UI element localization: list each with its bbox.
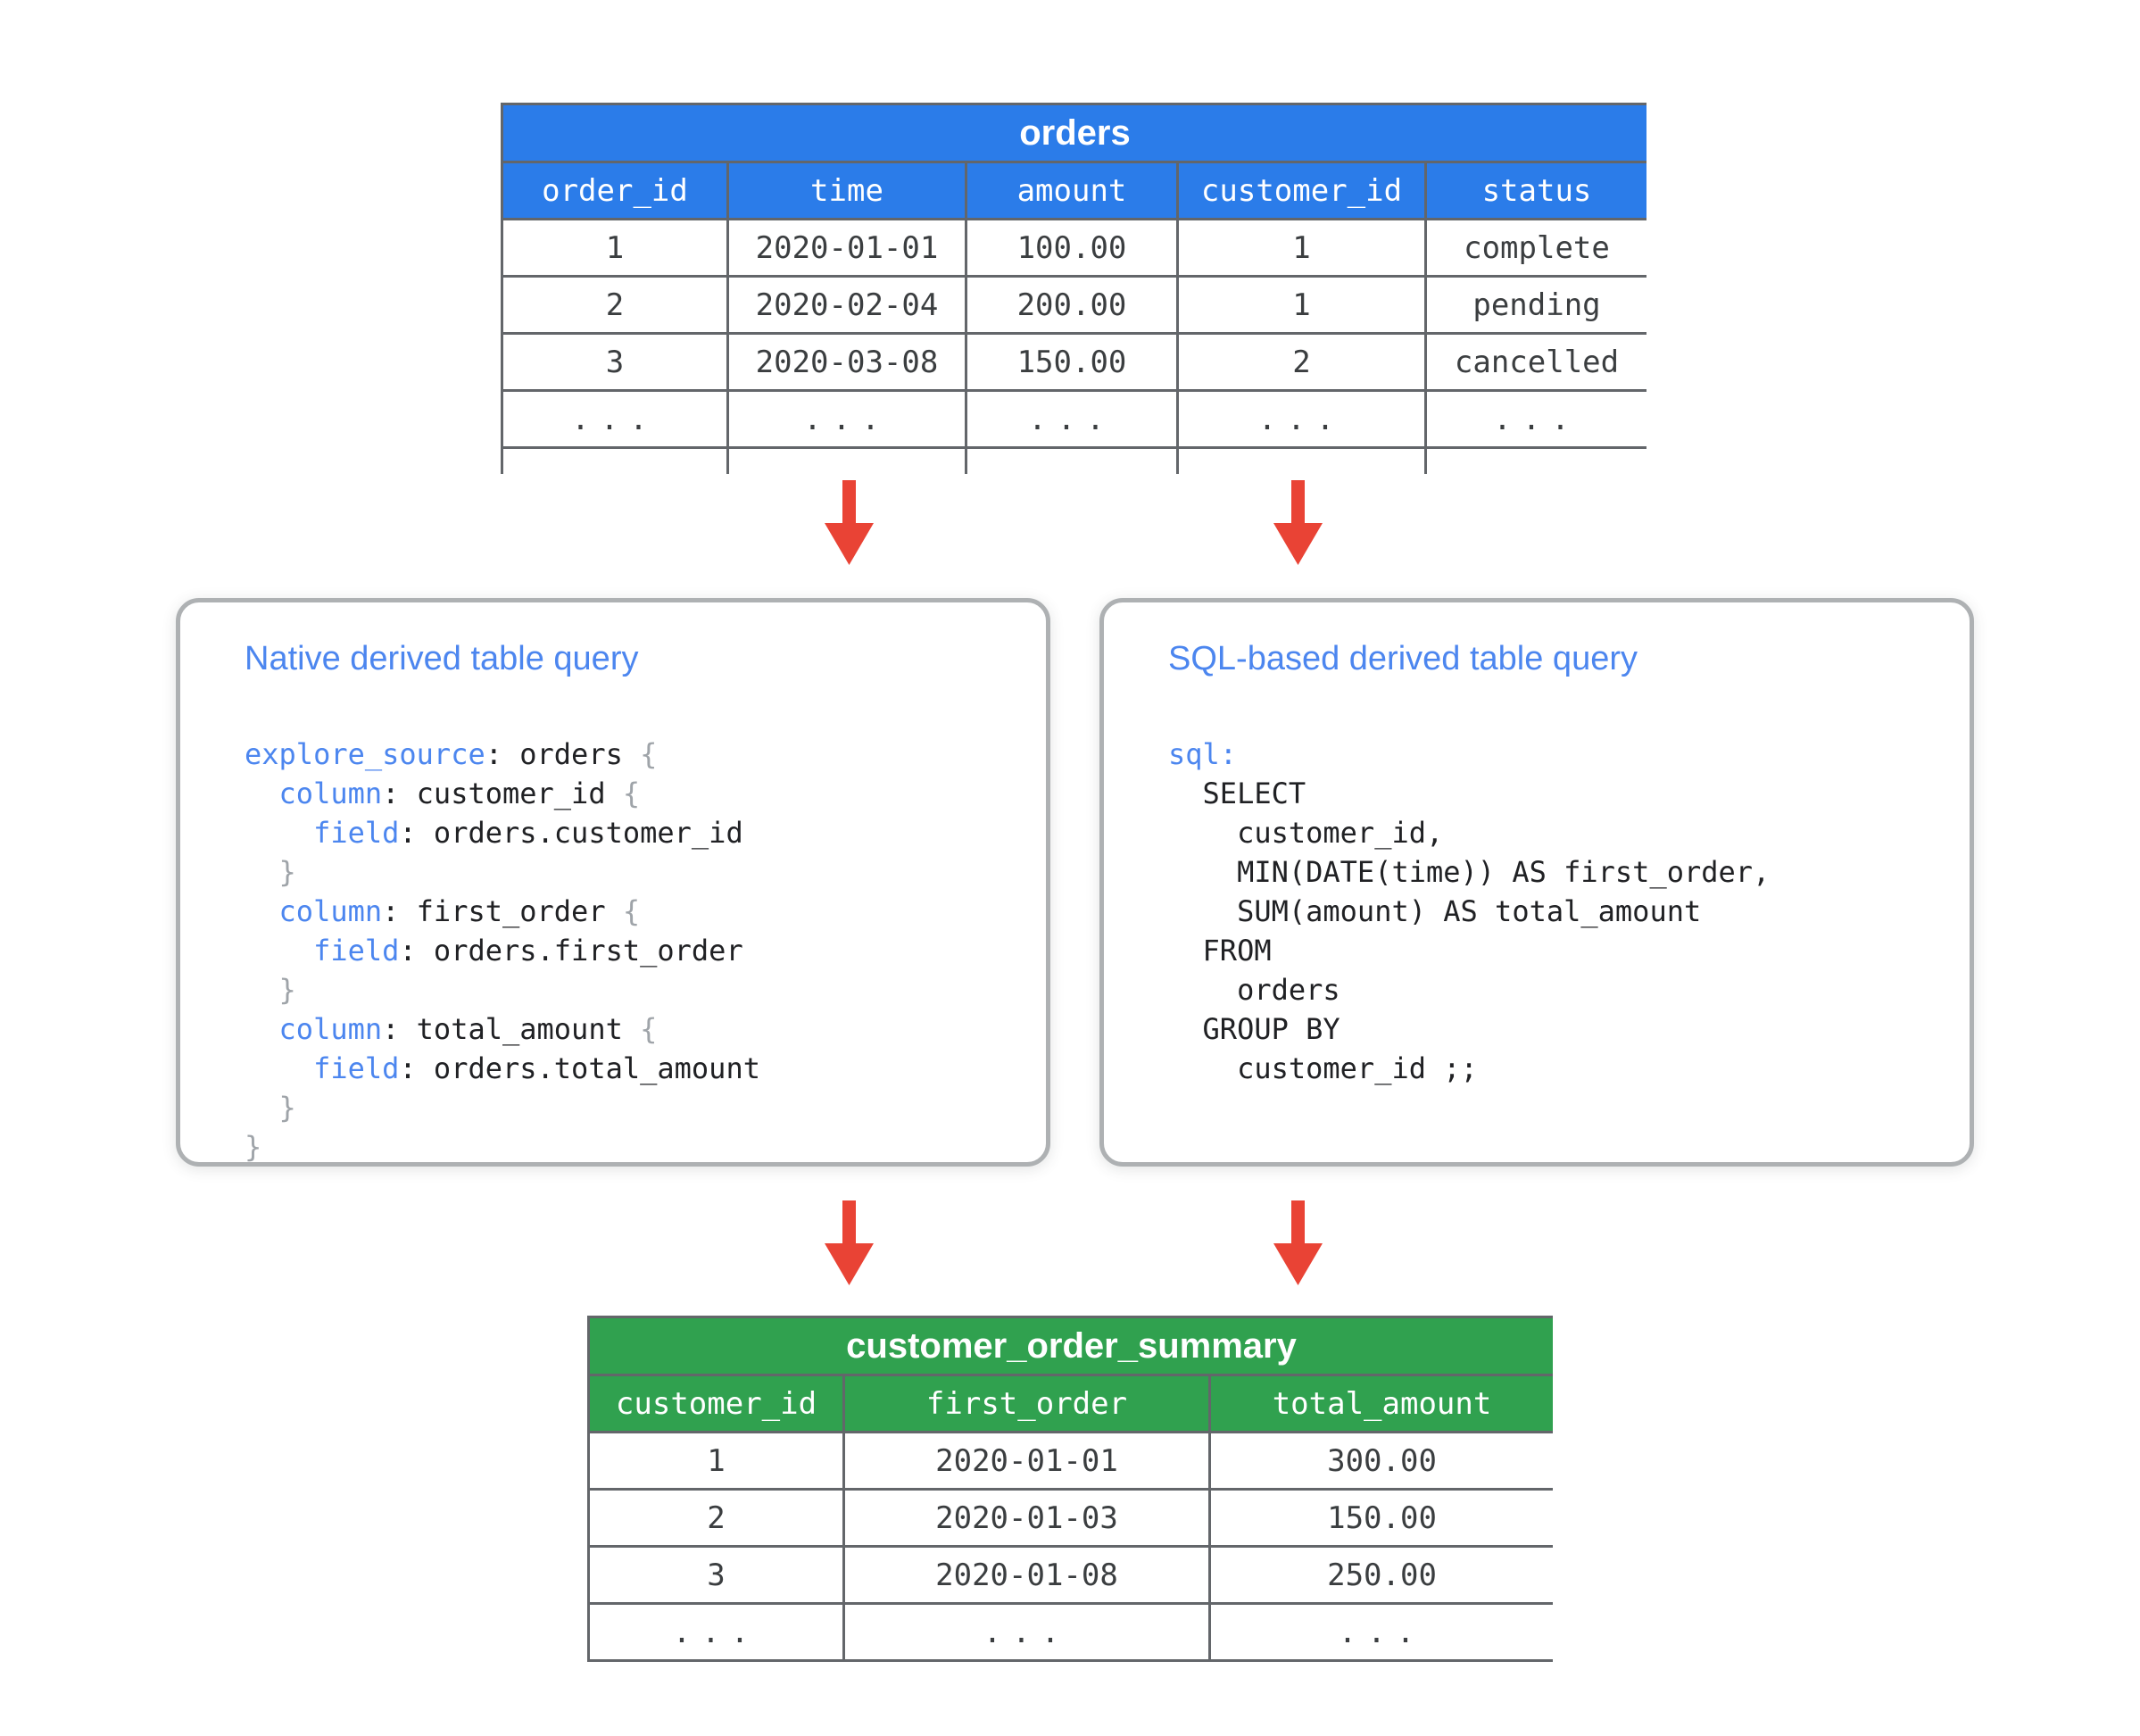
table-cell: 2020-01-03 — [842, 1488, 1211, 1548]
native-box-title: Native derived table query — [245, 640, 639, 677]
table-cell — [501, 446, 729, 474]
table-cell: 2020-02-04 — [726, 275, 967, 335]
table-cell: ... — [965, 389, 1179, 449]
column-header: order_id — [501, 161, 729, 220]
table-cell — [965, 446, 1179, 474]
table-row: ......... — [587, 1602, 1553, 1662]
code-line: } — [245, 1130, 262, 1164]
table-cell: ... — [1207, 1602, 1553, 1662]
table-cell: 2 — [1176, 332, 1427, 392]
table-cell: ... — [1176, 389, 1427, 449]
code-line: } — [278, 973, 296, 1007]
truncated-row — [501, 446, 1646, 474]
table-cell — [726, 446, 967, 474]
table-title: orders — [501, 103, 1646, 163]
table-cell: 100.00 — [965, 218, 1179, 278]
table-cell: 250.00 — [1207, 1545, 1553, 1605]
table-row: ............... — [501, 389, 1646, 449]
code-line: SUM(amount) AS total_amount — [1168, 894, 1702, 928]
table-cell: ... — [1424, 389, 1646, 449]
code-line: customer_id, — [1168, 816, 1444, 850]
table-cell: 3 — [587, 1545, 845, 1605]
table-cell: 2020-01-01 — [842, 1431, 1211, 1491]
table-cell: 1 — [1176, 275, 1427, 335]
table-cell: ... — [726, 389, 967, 449]
code-line: sql: — [1168, 737, 1238, 771]
table-cell: 2 — [501, 275, 729, 335]
code-line: column: customer_id { — [278, 777, 641, 810]
native-derived-table-box: Native derived table query explore_sourc… — [176, 598, 1050, 1167]
column-header: customer_id — [587, 1374, 845, 1433]
table-cell: 1 — [587, 1431, 845, 1491]
column-header: time — [726, 161, 967, 220]
table-cell: 300.00 — [1207, 1431, 1553, 1491]
table-cell: 3 — [501, 332, 729, 392]
table-cell: 200.00 — [965, 275, 1179, 335]
table-cell: ... — [587, 1602, 845, 1662]
code-line: GROUP BY — [1168, 1012, 1340, 1046]
table-cell — [1176, 446, 1427, 474]
sql-query-code: sql: SELECT customer_id, MIN(DATE(time))… — [1168, 735, 1943, 1144]
table-cell: 1 — [501, 218, 729, 278]
table-cell: ... — [842, 1602, 1211, 1662]
code-line: customer_id ;; — [1168, 1051, 1478, 1085]
table-cell: 2020-01-08 — [842, 1545, 1211, 1605]
code-line: orders — [1168, 973, 1340, 1007]
column-header: amount — [965, 161, 1179, 220]
table-cell: 2020-03-08 — [726, 332, 967, 392]
down-arrow-icon — [1273, 1200, 1323, 1285]
table-cell: 2 — [587, 1488, 845, 1548]
table-cell: cancelled — [1424, 332, 1646, 392]
code-line: FROM — [1168, 934, 1272, 968]
code-line: field: orders.customer_id — [313, 816, 743, 850]
sql-derived-table-box: SQL-based derived table query sql: SELEC… — [1099, 598, 1974, 1167]
down-arrow-icon — [1273, 480, 1323, 565]
table-cell — [1424, 446, 1646, 474]
column-header: first_order — [842, 1374, 1211, 1433]
down-arrow-icon — [825, 480, 874, 565]
table-cell: 2020-01-01 — [726, 218, 967, 278]
table-cell: 150.00 — [1207, 1488, 1553, 1548]
column-header: customer_id — [1176, 161, 1427, 220]
code-line: column: total_amount { — [278, 1012, 658, 1046]
sql-box-title: SQL-based derived table query — [1168, 640, 1638, 677]
table-cell: pending — [1424, 275, 1646, 335]
code-line: field: orders.total_amount — [313, 1051, 760, 1085]
table-title: customer_order_summary — [587, 1316, 1553, 1376]
table-cell: 1 — [1176, 218, 1427, 278]
code-line: MIN(DATE(time)) AS first_order, — [1168, 855, 1771, 889]
code-line: } — [278, 1091, 296, 1125]
code-line: column: first_order { — [278, 894, 641, 928]
table-cell: ... — [501, 389, 729, 449]
native-lookml-code: explore_source: orders { column: custome… — [245, 735, 1019, 1164]
down-arrow-icon — [825, 1200, 874, 1285]
column-header: total_amount — [1207, 1374, 1553, 1433]
code-line: field: orders.first_order — [313, 934, 743, 968]
code-line: explore_source: orders { — [245, 737, 658, 771]
table-cell: complete — [1424, 218, 1646, 278]
column-header: status — [1424, 161, 1646, 220]
code-line: SELECT — [1168, 777, 1306, 810]
code-line: } — [278, 855, 296, 889]
table-cell: 150.00 — [965, 332, 1179, 392]
